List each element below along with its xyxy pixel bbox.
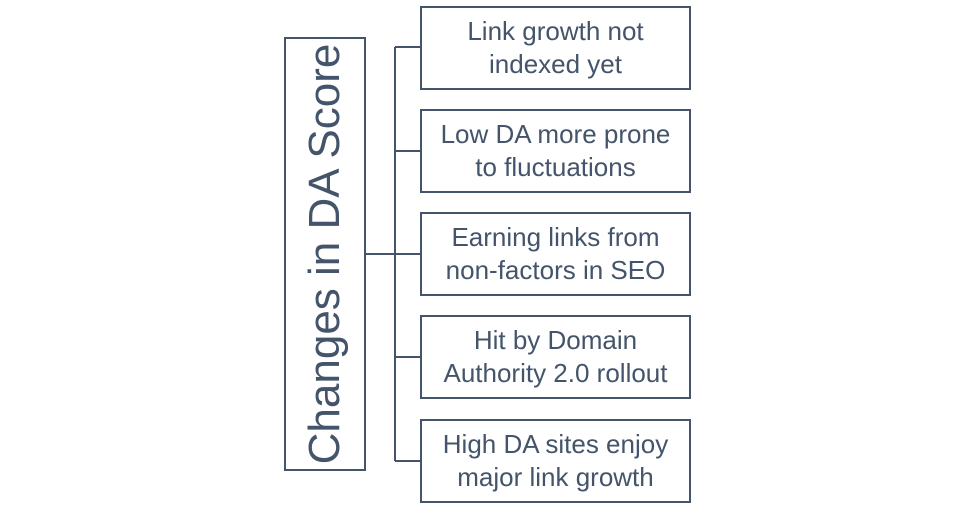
child-node-label: Link growth not indexed yet [467,16,644,79]
child-node-label: Hit by Domain Authority 2.0 rollout [443,325,668,388]
root-node-label: Changes in DA Score [300,43,349,465]
child-node-5: High DA sites enjoy major link growth [420,419,691,503]
root-node: Changes in DA Score [284,37,366,471]
child-node-1: Link growth not indexed yet [420,6,691,90]
child-node-label: Earning links from non-factors in SEO [445,222,666,285]
child-node-label: Low DA more prone to fluctuations [440,119,671,182]
child-node-2: Low DA more prone to fluctuations [420,109,691,193]
child-node-4: Hit by Domain Authority 2.0 rollout [420,315,691,399]
child-node-label: High DA sites enjoy major link growth [442,429,669,492]
child-node-3: Earning links from non-factors in SEO [420,212,691,296]
